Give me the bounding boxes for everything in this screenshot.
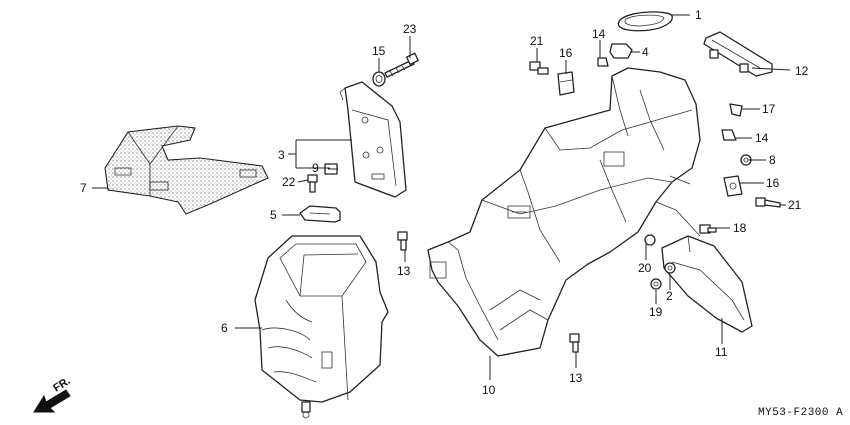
part-21-bolt-2 [755, 197, 781, 208]
part-17-pin [729, 103, 743, 117]
callout-13a: 13 [397, 264, 411, 278]
part-20-nut [644, 234, 656, 246]
callout-18: 18 [733, 221, 747, 235]
callout-13b: 13 [569, 371, 583, 385]
part-11-cover [661, 235, 753, 333]
callout-14b: 14 [755, 131, 769, 145]
callout-5: 5 [270, 208, 277, 222]
callout-7: 7 [80, 181, 87, 195]
callout-22: 22 [282, 175, 296, 189]
callout-17: 17 [762, 102, 776, 116]
callout-6: 6 [221, 321, 228, 335]
part-23-bolt [384, 52, 419, 78]
part-7-tray [104, 125, 269, 215]
callout-12: 12 [795, 64, 809, 78]
part-22-bolt [307, 174, 318, 193]
part-2-nut [664, 262, 676, 274]
part-3-bracket [339, 81, 407, 198]
part-6-box [254, 235, 389, 419]
callout-labels: 1 2 3 4 5 6 7 8 9 10 11 12 13 13 14 14 1… [80, 8, 809, 397]
callout-21b: 21 [788, 198, 802, 212]
leader-lines [92, 14, 791, 380]
part-13-screw [397, 231, 408, 251]
part-13-screw-2 [569, 333, 580, 353]
part-21-bolt [529, 61, 549, 75]
part-14-clip-2 [721, 129, 737, 141]
callout-11: 11 [715, 345, 728, 359]
callout-8: 8 [769, 153, 776, 167]
callout-3: 3 [278, 148, 285, 162]
figure-code: MY53-F2300 A [758, 407, 843, 419]
callout-4: 4 [642, 45, 649, 59]
part-16-clip [557, 71, 575, 96]
part-16-clip-2 [723, 175, 743, 197]
part-10-fender [427, 67, 701, 357]
part-18-screw [699, 224, 717, 234]
callout-15: 15 [372, 44, 386, 58]
callout-16b: 16 [766, 176, 780, 190]
callout-9: 9 [312, 161, 319, 175]
callout-1: 1 [695, 8, 702, 22]
callout-10: 10 [482, 383, 496, 397]
callout-2: 2 [666, 289, 673, 303]
callout-23: 23 [403, 22, 417, 36]
part-5-plate [299, 205, 341, 223]
callout-19: 19 [649, 305, 663, 319]
callout-21a: 21 [530, 34, 544, 48]
part-19-nut [650, 278, 662, 290]
part-14-clip [597, 57, 609, 67]
callout-14a: 14 [592, 27, 606, 41]
callout-20: 20 [638, 261, 652, 275]
part-4-clip [609, 43, 633, 59]
arrow-down-left-icon [33, 389, 71, 413]
part-15-grommet [372, 71, 386, 87]
direction-label: FR. [51, 375, 72, 395]
callout-16a: 16 [559, 46, 573, 60]
part-1-band [617, 11, 673, 32]
part-12-bracket [703, 31, 773, 77]
